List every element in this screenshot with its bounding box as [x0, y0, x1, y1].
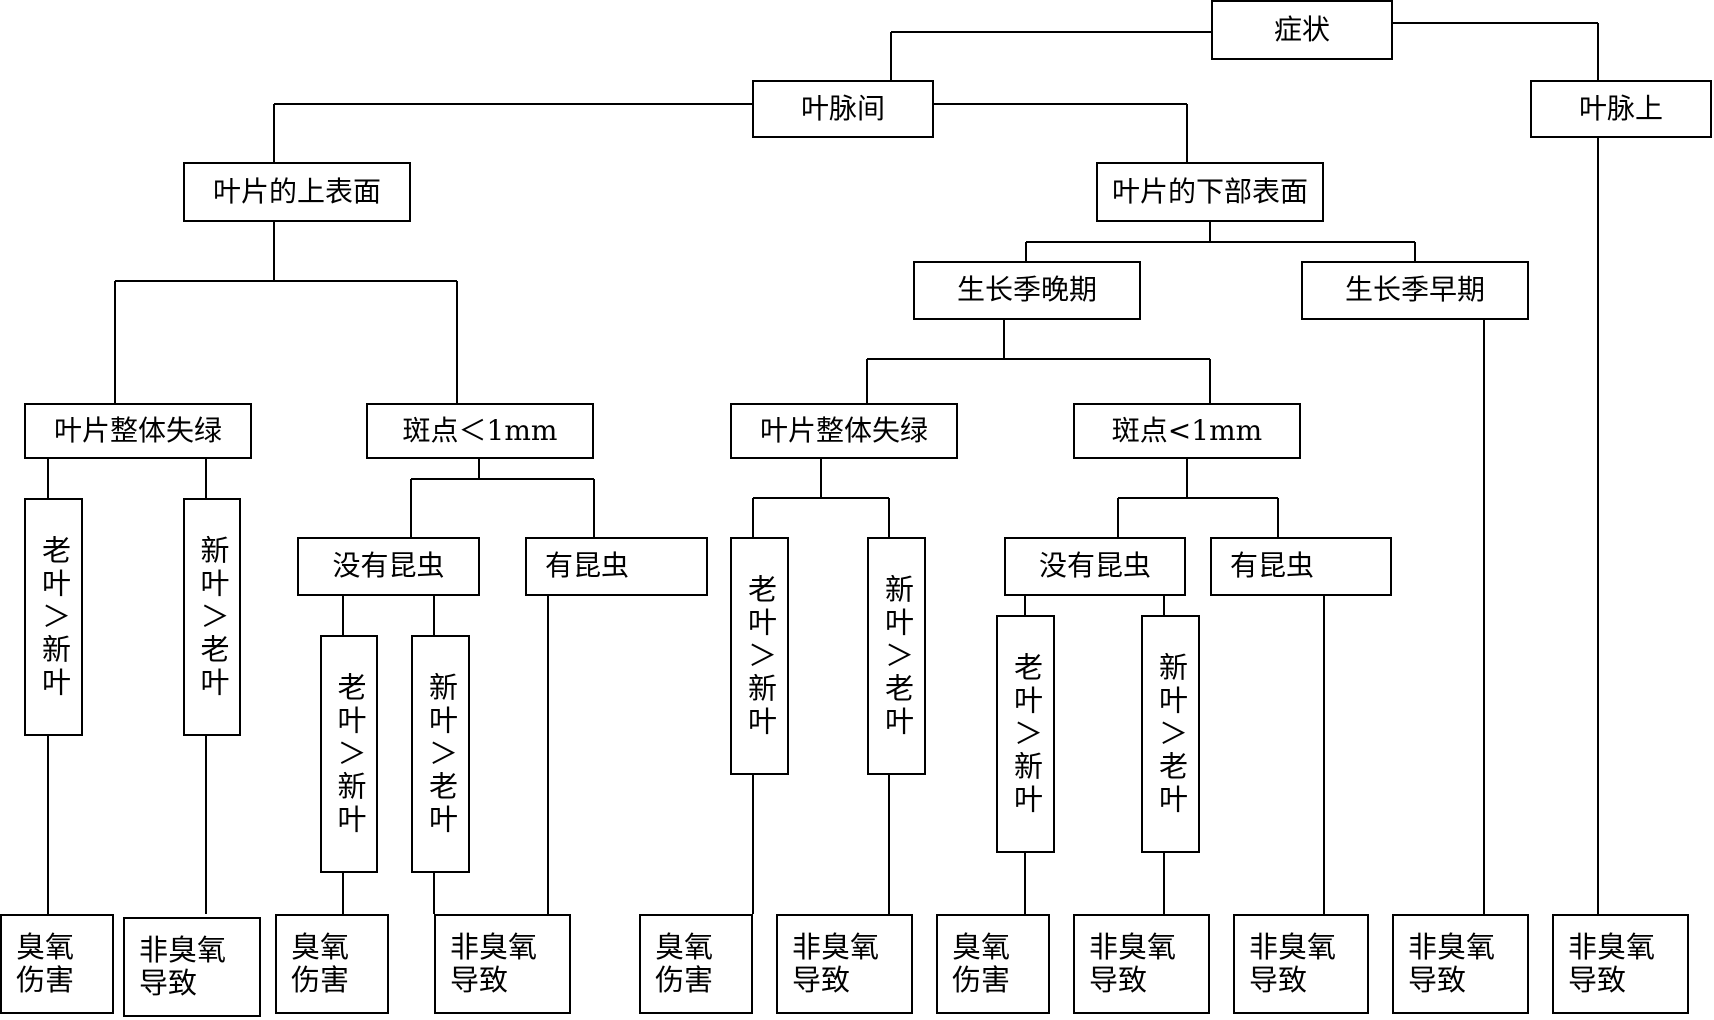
node-upper-insects: 有昆虫 [525, 537, 708, 596]
node-new-gt-old-1: 新叶＞老叶 [183, 498, 241, 736]
node-old-gt-new-4: 老叶＞新叶 [996, 615, 1055, 853]
node-lower-no-insects: 没有昆虫 [1004, 537, 1186, 596]
node-old-gt-new-3: 老叶＞新叶 [730, 537, 789, 775]
node-on-vein: 叶脉上 [1530, 80, 1712, 138]
node-old-gt-new-1: 老叶＞新叶 [24, 498, 83, 736]
leaf-non-ozone-4: 非臭氧导致 [1073, 914, 1210, 1014]
node-new-gt-old-2: 新叶＞老叶 [411, 635, 470, 873]
node-lower-surface: 叶片的下部表面 [1096, 162, 1324, 222]
leaf-non-ozone-2: 非臭氧导致 [434, 914, 571, 1014]
node-new-gt-old-4: 新叶＞老叶 [1141, 615, 1200, 853]
node-late-season: 生长季晚期 [913, 261, 1141, 320]
leaf-non-ozone-5: 非臭氧导致 [1233, 914, 1369, 1014]
leaf-non-ozone-7: 非臭氧导致 [1552, 914, 1689, 1014]
leaf-non-ozone-1: 非臭氧导致 [123, 917, 261, 1017]
node-early-season: 生长季早期 [1301, 261, 1529, 320]
node-upper-chlorosis: 叶片整体失绿 [24, 403, 252, 459]
leaf-ozone-damage-3: 臭氧伤害 [639, 914, 753, 1014]
node-upper-surface: 叶片的上表面 [183, 162, 411, 222]
leaf-non-ozone-3: 非臭氧导致 [776, 914, 913, 1014]
node-upper-spots: 斑点＜1mm [366, 403, 594, 459]
node-root: 症状 [1211, 0, 1393, 60]
node-new-gt-old-3: 新叶＞老叶 [867, 537, 926, 775]
leaf-ozone-damage-4: 臭氧伤害 [936, 914, 1050, 1014]
node-lower-insects: 有昆虫 [1210, 537, 1392, 596]
node-upper-no-insects: 没有昆虫 [297, 537, 480, 596]
leaf-non-ozone-6: 非臭氧导致 [1392, 914, 1529, 1014]
node-old-gt-new-2: 老叶＞新叶 [320, 635, 378, 873]
node-interveinal: 叶脉间 [752, 80, 934, 138]
node-lower-spots: 斑点<1mm [1073, 403, 1301, 459]
leaf-ozone-damage-1: 臭氧伤害 [0, 914, 114, 1014]
leaf-ozone-damage-2: 臭氧伤害 [275, 914, 389, 1014]
node-lower-chlorosis: 叶片整体失绿 [730, 403, 958, 459]
